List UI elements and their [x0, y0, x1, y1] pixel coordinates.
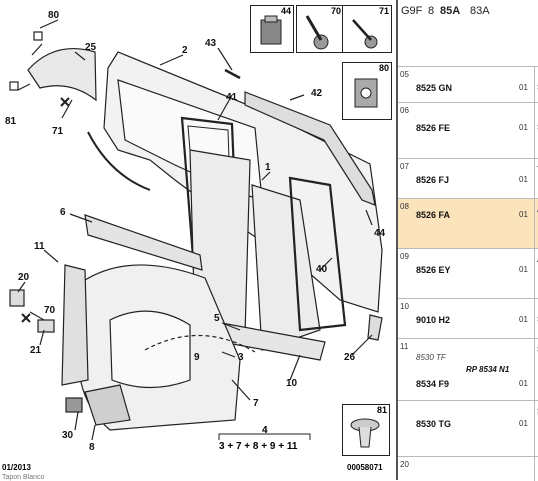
- plate-30: [65, 397, 83, 413]
- row-position: 11: [400, 342, 409, 351]
- row-superseded-reference: 8530 TF: [416, 353, 446, 362]
- header-code-83a: 83A: [470, 5, 490, 17]
- exploded-diagram: 80 25 81 71 2 43 41 42 1 44 40 6 11 20 7…: [2, 5, 392, 481]
- row-quantity: 01: [519, 123, 528, 132]
- row-position: 10: [400, 302, 409, 311]
- table-row[interactable]: 06 8526 FE 01 S: [398, 102, 538, 159]
- nut-clip-icon: [354, 78, 378, 108]
- row-position: 08: [400, 202, 409, 211]
- row-quantity: 01: [519, 379, 528, 388]
- callout-81: 81: [5, 116, 17, 127]
- callout-80: 80: [48, 10, 60, 21]
- callout-70: 70: [44, 305, 56, 316]
- table-row[interactable]: 8530 TG 01 S: [398, 400, 538, 457]
- row-quantity: 01: [519, 419, 528, 428]
- callout-41: 41: [226, 92, 238, 103]
- callout-71: 71: [52, 126, 64, 137]
- callout-25: 25: [85, 42, 97, 53]
- callout-6: 6: [60, 207, 66, 218]
- row-quantity: 01: [519, 210, 528, 219]
- header-code-85a: 85A: [440, 5, 461, 17]
- row-position: 09: [400, 252, 409, 261]
- diagram-date: 01/2013: [2, 463, 31, 472]
- clip-icon: [260, 15, 282, 45]
- callout-44: 44: [374, 228, 386, 239]
- row-replacement-reference[interactable]: RP 8534 N1: [466, 365, 510, 374]
- parts-table: G9F 8 85A 83A 05 8525 GN 01 S 06 8526 FE…: [396, 0, 538, 481]
- fastener-box-label: 80: [378, 63, 389, 73]
- callout-43: 43: [205, 38, 217, 49]
- table-row[interactable]: 11 8530 TF RP 8534 N1 8534 F9 01 S: [398, 338, 538, 401]
- bracket-26: [367, 314, 383, 341]
- row-reference[interactable]: 8526 FE: [416, 123, 451, 133]
- row-position: 05: [400, 70, 409, 79]
- door-seal-40: [288, 176, 347, 332]
- callout-11: 11: [34, 241, 45, 252]
- fastener-box-71[interactable]: 71: [342, 5, 392, 53]
- diagram-reference: 00058071: [347, 463, 383, 472]
- table-row[interactable]: 05 8525 GN 01 S: [398, 66, 538, 103]
- roof-strip: [244, 91, 376, 206]
- callout-26: 26: [344, 352, 356, 363]
- formula-title: 4: [262, 425, 268, 436]
- row-reference[interactable]: 9010 H2: [416, 315, 451, 325]
- callout-8: 8: [89, 442, 95, 453]
- footer-cut-text: Tapon Blanco: [2, 474, 45, 481]
- callout-21: 21: [30, 345, 42, 356]
- callout-7: 7: [253, 398, 259, 409]
- row-reference[interactable]: 8525 GN: [416, 83, 453, 93]
- callout-42: 42: [311, 88, 323, 99]
- row-reference[interactable]: 8526 EY: [416, 265, 451, 275]
- row-reference[interactable]: 8526 FJ: [416, 175, 450, 185]
- table-row[interactable]: 20: [398, 456, 538, 481]
- callout-20: 20: [18, 272, 30, 283]
- table-row[interactable]: 07 8526 FJ 01 Y: [398, 158, 538, 199]
- callout-30: 30: [62, 430, 74, 441]
- row-quantity: 01: [519, 315, 528, 324]
- push-pin-icon: [350, 418, 380, 448]
- row-position: 07: [400, 162, 409, 171]
- row-position: 20: [400, 460, 409, 469]
- callout-3: 3: [238, 352, 244, 363]
- bracket-21: [37, 319, 55, 333]
- fastener-box-label: 44: [280, 6, 291, 16]
- formula-text: 3 + 7 + 8 + 9 + 11: [219, 441, 298, 452]
- diagram-drawing: [9, 19, 383, 441]
- callout-5: 5: [214, 313, 220, 324]
- row-reference[interactable]: 8534 F9: [416, 379, 450, 389]
- row-quantity: 01: [519, 175, 528, 184]
- panel-8: [84, 384, 131, 426]
- fastener-box-81[interactable]: 81: [342, 404, 390, 456]
- row-quantity: 01: [519, 265, 528, 274]
- table-row[interactable]: 09 8526 EY 01 A: [398, 248, 538, 299]
- wheelarch-liner: [27, 48, 97, 102]
- callout-1: 1: [265, 162, 271, 173]
- row-reference[interactable]: 8526 FA: [416, 210, 451, 220]
- table-header: G9F 8 85A 83A: [398, 0, 538, 22]
- row-reference[interactable]: 8530 TG: [416, 419, 452, 429]
- screw-icon: [352, 19, 378, 49]
- header-code-g9f: G9F: [401, 5, 423, 17]
- table-row-selected[interactable]: 08 8526 FA 01 A: [398, 198, 538, 249]
- fastener-box-44[interactable]: 44: [250, 5, 294, 53]
- callout-9: 9: [194, 352, 200, 363]
- fastener-box-label: 70: [330, 6, 341, 16]
- row-quantity: 01: [519, 83, 528, 92]
- fastener-box-80[interactable]: 80: [342, 62, 392, 120]
- callout-2: 2: [182, 45, 188, 56]
- fastener-box-label: 71: [378, 6, 389, 16]
- row-position: 06: [400, 106, 409, 115]
- bracket-20: [9, 289, 25, 307]
- floor-rail: [84, 214, 203, 271]
- fastener-box-70[interactable]: 70: [296, 5, 344, 53]
- fastener-box-label: 81: [376, 405, 387, 415]
- callout-10: 10: [286, 378, 298, 389]
- header-code-8: 8: [428, 5, 435, 17]
- callout-40: 40: [316, 264, 328, 275]
- table-row[interactable]: 10 9010 H2 01 S: [398, 298, 538, 339]
- screw-icon: [305, 15, 329, 50]
